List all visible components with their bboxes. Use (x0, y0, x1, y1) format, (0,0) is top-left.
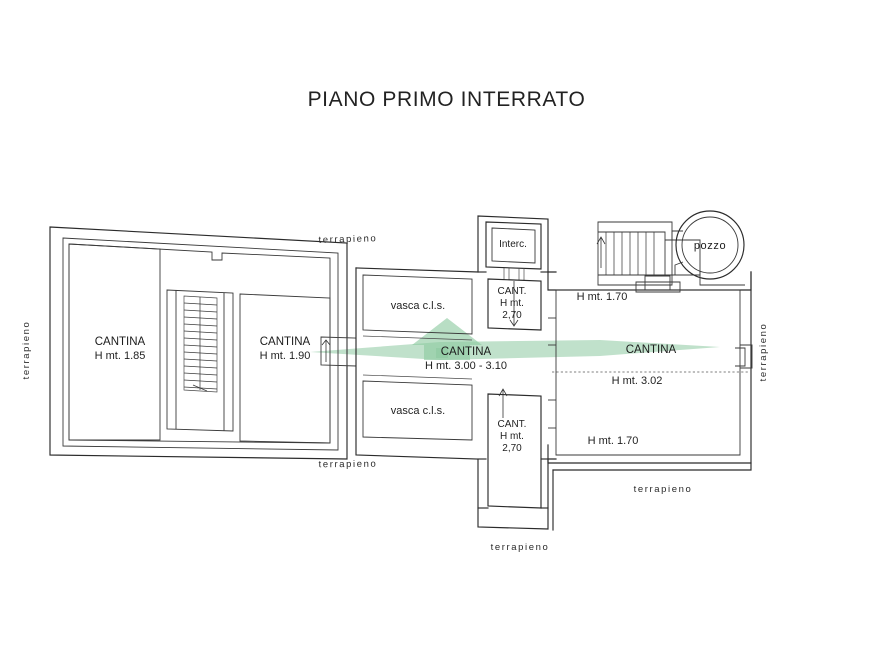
west-block-outline (49, 226, 348, 460)
label-cantina-ovest-height: H mt. 1.85 (95, 350, 146, 362)
label-cantina-est-name: CANTINA (626, 344, 677, 356)
terrapieno-sud-est-outline (552, 462, 752, 531)
terrapieno-labels: terrapieno terrapieno terrapieno terrapi… (21, 233, 769, 553)
label-cant-nord-height-2: 2,70 (502, 310, 522, 321)
label-cantina-centrale-height: H mt. 3.00 - 3.10 (425, 360, 507, 372)
room-intercapedine (485, 221, 542, 280)
staircase-west (166, 289, 234, 432)
room-cant-nord (487, 278, 542, 331)
room-labels: CANTINA H mt. 1.85 CANTINA H mt. 1.90 CA… (95, 239, 726, 454)
label-cantina-centro-ovest-height: H mt. 1.90 (260, 350, 311, 362)
label-terrapieno-ovest: terrapieno (21, 321, 32, 380)
stair-treads-west (183, 302, 218, 390)
label-vasca-sud: vasca c.l.s. (391, 405, 445, 417)
label-terrapieno-nord-ovest: terrapieno (318, 233, 377, 246)
perimeter-connections (477, 271, 549, 509)
label-pozzo: pozzo (694, 240, 726, 252)
label-h-170-nord: H mt. 1.70 (577, 291, 628, 303)
label-cantina-ovest-name: CANTINA (95, 336, 146, 348)
label-vasca-nord: vasca c.l.s. (391, 300, 445, 312)
label-terrapieno-sud-est: terrapieno (634, 484, 693, 495)
label-terrapieno-sud-ovest: terrapieno (319, 459, 378, 471)
label-cantina-centrale-name: CANTINA (441, 346, 492, 358)
label-cant-nord-name: CANT. (498, 286, 527, 297)
pozzo-well (671, 210, 745, 286)
label-cantina-centro-ovest-name: CANTINA (260, 336, 311, 348)
label-cantina-est-height: H mt. 3.02 (612, 375, 663, 387)
label-intercapedine: Interc. (499, 239, 527, 250)
label-cant-sud-height-1: H mt. (500, 431, 524, 442)
room-cantina-centro-ovest (239, 293, 331, 444)
stair-treads-east (605, 232, 655, 275)
page-title: PIANO PRIMO INTERRATO (307, 88, 586, 111)
label-cant-sud-height-2: 2,70 (502, 443, 522, 454)
room-cantina-ovest (68, 243, 331, 444)
label-cant-sud-name: CANT. (498, 419, 527, 430)
height-notes: H mt. 1.70 H mt. 1.70 (577, 291, 639, 447)
label-cant-nord-height-1: H mt. (500, 298, 524, 309)
label-h-170-sud: H mt. 1.70 (588, 435, 639, 447)
label-terrapieno-est: terrapieno (758, 323, 769, 382)
label-terrapieno-sud-centro: terrapieno (491, 542, 550, 553)
